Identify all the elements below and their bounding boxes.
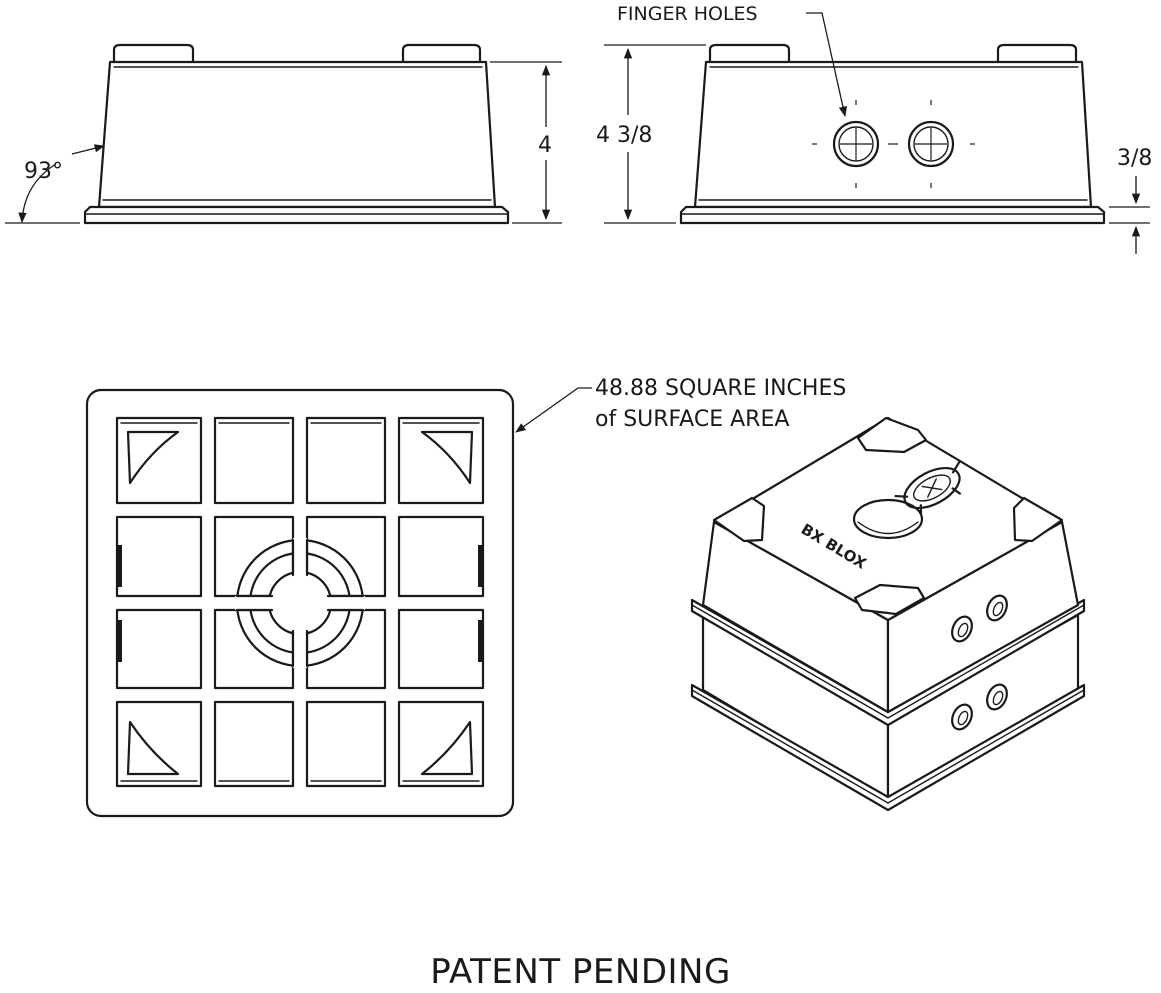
side-view-tab-right <box>401 43 482 62</box>
surface-area-line2: of SURFACE AREA <box>595 407 789 432</box>
corner-gusset-top-right <box>420 430 474 485</box>
iso-lower-flange <box>690 683 1086 812</box>
logo-emblem <box>894 461 961 516</box>
corner-gusset-top-left <box>126 430 180 485</box>
end-view-tab-right <box>996 43 1078 62</box>
iso-side-hole <box>951 615 973 643</box>
iso-side-hole <box>986 594 1008 622</box>
center-ring <box>235 538 365 668</box>
side-view-base <box>83 205 510 225</box>
lip-label: 3/8 <box>1117 146 1152 171</box>
iso-corner-pad-back <box>856 416 928 454</box>
patent-pending-text: PATENT PENDING <box>430 952 731 992</box>
iso-side-hole <box>951 703 973 731</box>
side-view-body <box>97 60 497 209</box>
edge-notch <box>478 545 483 587</box>
end-view-base <box>679 205 1106 225</box>
finger-hole-left <box>812 100 880 188</box>
iso-corner-pad-right <box>1012 496 1064 543</box>
edge-notch <box>117 620 122 662</box>
iso-side-hole <box>986 683 1008 711</box>
iso-corner-pad-front <box>853 583 926 616</box>
finger-hole-right <box>888 100 975 188</box>
corner-gusset-bottom-right <box>420 720 474 776</box>
side-height-label: 4 <box>538 133 552 158</box>
end-height-label: 4 3/8 <box>596 123 652 148</box>
side-view-tab-left <box>112 43 195 62</box>
corner-gusset-bottom-left <box>126 720 180 776</box>
end-view: FINGER HOLES 4 3/8 3/8 <box>596 3 1152 254</box>
angle-label: 93° <box>24 159 63 184</box>
surface-area-line1: 48.88 SQUARE INCHES <box>595 376 846 401</box>
iso-corner-pad-left <box>712 496 766 543</box>
end-view-body <box>693 60 1093 209</box>
isometric-view: BX BLOX <box>690 416 1086 812</box>
finger-holes-label: FINGER HOLES <box>617 3 758 25</box>
edge-notch <box>478 620 483 662</box>
top-view: 48.88 SQUARE INCHES of SURFACE AREA <box>85 376 846 818</box>
end-view-tab-left <box>708 43 791 62</box>
side-view: 93° 4 <box>5 43 562 225</box>
edge-notch <box>117 545 122 587</box>
